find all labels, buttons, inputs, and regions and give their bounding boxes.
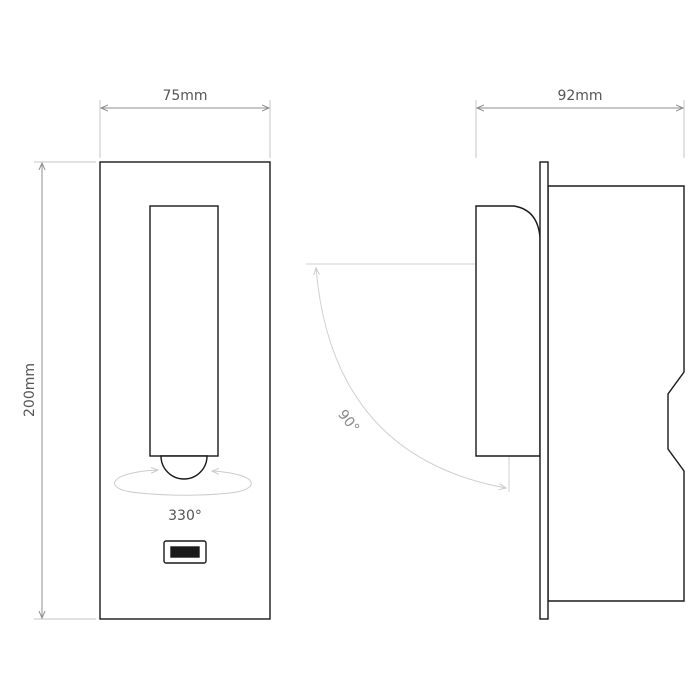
front-view: 75mm 200mm 330°	[22, 88, 271, 620]
front-height-dimension: 200mm	[22, 161, 96, 620]
lamp-arm	[149, 205, 219, 457]
rotation-arc	[114, 470, 252, 496]
tilt-angle-label: 90°	[334, 407, 362, 436]
tilt-arc	[316, 268, 506, 488]
lamp-arm-side	[475, 205, 541, 457]
front-width-dimension: 75mm	[99, 88, 271, 158]
rotation-angle-label: 330°	[168, 508, 202, 524]
side-depth-label: 92mm	[557, 88, 602, 104]
front-width-label: 75mm	[162, 88, 207, 104]
housing-box	[547, 185, 685, 602]
usb-port-slot	[170, 546, 200, 558]
side-depth-dimension: 92mm	[475, 88, 685, 158]
rotation-indicator: 330°	[114, 470, 252, 524]
faceplate-side	[539, 161, 549, 620]
front-height-label: 200mm	[22, 363, 38, 417]
side-view: 92mm 90°	[306, 88, 685, 620]
